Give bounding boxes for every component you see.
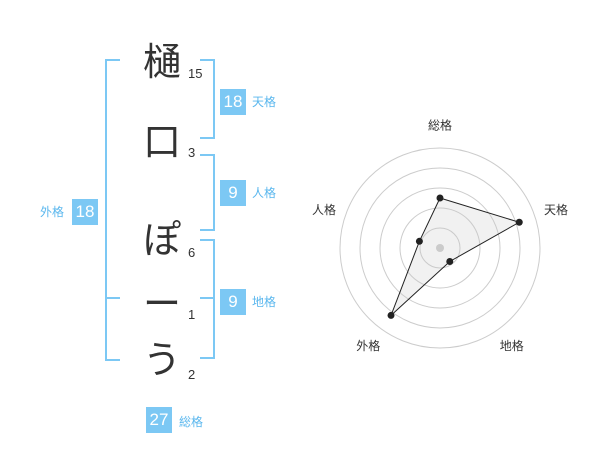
radar-point-4 [387, 311, 395, 319]
radar-grid-ring-4 [359, 167, 521, 329]
radar-axis-label-2: 天格 [544, 202, 568, 217]
chikaku-value-badge: 9 [220, 289, 246, 315]
radar-point-1 [436, 194, 444, 202]
tenkaku-value-badge: 18 [220, 89, 246, 115]
radar-center-dot [436, 244, 444, 252]
name-char-1: 樋 [142, 40, 181, 84]
jinkaku-value-badge: 9 [220, 180, 246, 206]
radar-grid-ring-5 [339, 147, 541, 349]
chikaku-label: 地格 [252, 295, 277, 309]
radar-axis-label-1: 総格 [428, 118, 452, 133]
radar-grid-ring-1 [419, 227, 461, 269]
name-char-3: ぽ [142, 218, 181, 262]
stroke-count-2: 3 [188, 145, 196, 160]
name-char-2: 口 [142, 120, 181, 164]
radar-point-5 [415, 237, 423, 245]
radar-grid-ring-2 [399, 207, 481, 289]
gaikaku-label: 外格 [40, 205, 65, 219]
name-char-5: う [142, 338, 181, 382]
stroke-count-1: 15 [188, 66, 203, 81]
radar-point-2 [515, 218, 523, 226]
radar-axis-label-5: 人格 [312, 202, 336, 217]
stroke-count-3: 6 [188, 245, 196, 260]
gaikaku-bracket [105, 59, 120, 361]
radar-grid-ring-3 [379, 187, 501, 309]
radar-axis-label-3: 地格 [500, 338, 524, 353]
tenkaku-label: 天格 [252, 95, 277, 109]
jinkaku-label: 人格 [252, 186, 277, 200]
radar-series-polygon [390, 197, 521, 316]
stroke-count-4: 1 [188, 307, 196, 322]
gaikaku-value-badge: 18 [72, 199, 98, 225]
radar-axis-label-4: 外格 [356, 338, 380, 353]
tenkaku-bracket [200, 59, 215, 139]
jinkaku-bracket [200, 154, 215, 231]
name-char-4: ー [142, 282, 181, 326]
soukaku-label: 総格 [179, 415, 204, 429]
radar-point-3 [446, 257, 454, 265]
soukaku-value-badge: 27 [146, 407, 172, 433]
stroke-count-5: 2 [188, 367, 196, 382]
